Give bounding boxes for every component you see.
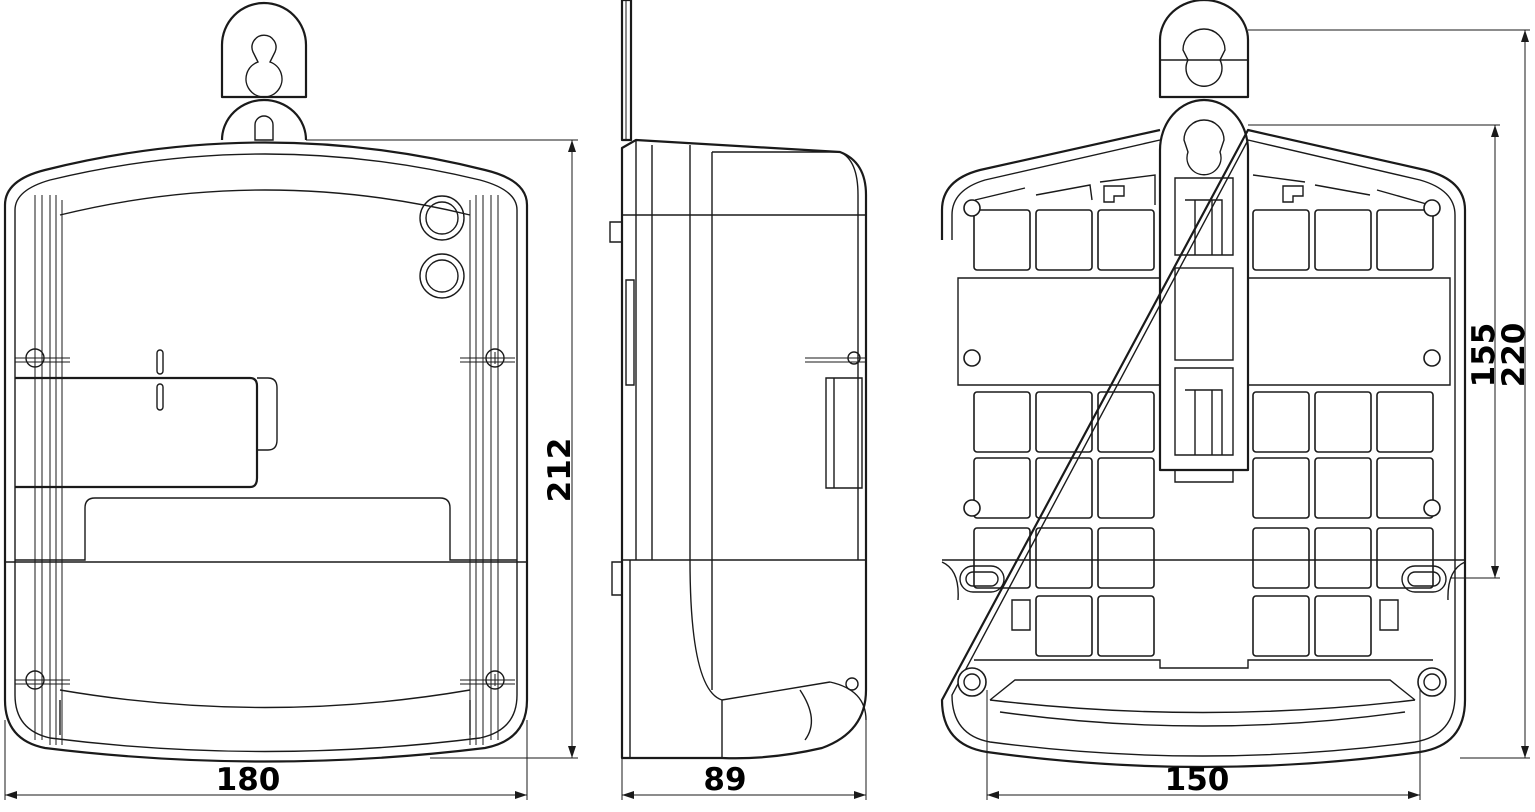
back-center-rail — [1158, 98, 1250, 483]
front-knob-lower — [419, 253, 465, 299]
back-total-height-label: 220 — [1496, 323, 1532, 388]
back-foot-left — [957, 667, 987, 697]
back-mount-width-label: 150 — [1165, 762, 1230, 798]
front-screw-tl — [15, 348, 70, 368]
back-foot-right — [1417, 667, 1447, 697]
back-inner-height-label: 155 — [1466, 323, 1502, 388]
front-view — [3, 1, 529, 763]
back-hole-tr — [1423, 199, 1441, 217]
front-hanger-bottom — [220, 98, 308, 141]
back-hole-tl — [963, 199, 981, 217]
front-body-outline — [3, 141, 529, 763]
back-dim-mount-width: 150 — [986, 690, 1421, 800]
front-screw-tr — [460, 348, 515, 368]
back-grid-right — [1252, 209, 1434, 657]
back-hole-r2 — [1423, 499, 1441, 517]
side-depth-label: 89 — [703, 762, 746, 798]
side-body-outline — [620, 138, 868, 760]
back-view — [940, 0, 1467, 769]
side-view — [609, 0, 868, 760]
front-hanger-top — [220, 1, 308, 99]
front-screw-bl — [15, 670, 70, 690]
front-height-label: 212 — [542, 438, 578, 503]
back-dim-inner-height: 155 — [1248, 124, 1502, 579]
front-screw-br — [460, 670, 515, 690]
front-window — [15, 349, 278, 489]
front-dim-width: 180 — [4, 720, 528, 800]
back-dim-total-height: 220 — [1248, 29, 1532, 759]
back-hole-l2 — [963, 499, 981, 517]
back-hole-mr — [1423, 349, 1441, 367]
front-dim-height: 212 — [306, 139, 578, 759]
back-grid-left — [973, 209, 1155, 657]
front-knob-upper — [419, 195, 465, 241]
back-slot-right — [1401, 565, 1447, 593]
side-hanger — [620, 0, 633, 142]
side-dim-depth: 89 — [621, 720, 867, 800]
front-width-label: 180 — [216, 762, 281, 798]
back-slot-left — [959, 565, 1005, 593]
back-hole-ml — [963, 349, 981, 367]
back-hanger-top — [1158, 0, 1250, 99]
back-body-outline — [940, 128, 1467, 769]
